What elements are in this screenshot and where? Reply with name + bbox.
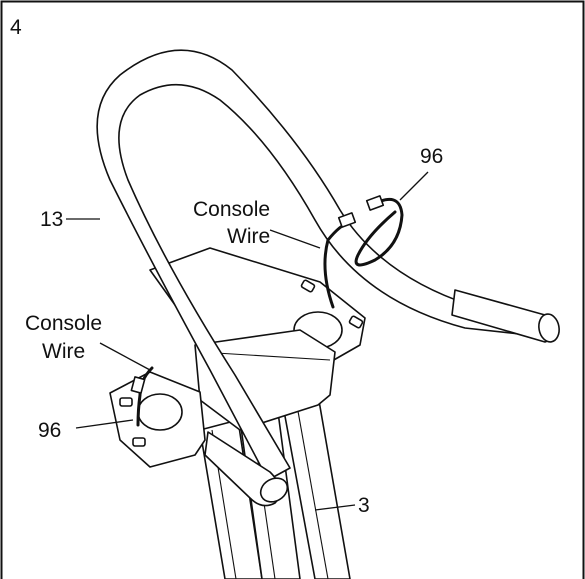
wire-connection-lower bbox=[130, 366, 154, 427]
leader-console-wire-upper bbox=[269, 229, 321, 249]
callout-wire-lower: 96 bbox=[38, 419, 61, 442]
callout-console-wire-lower-line1: Console bbox=[25, 312, 102, 335]
leader-upright bbox=[314, 504, 356, 511]
callout-console-wire-lower-line2: Wire bbox=[42, 340, 85, 363]
handgrip-right-end bbox=[538, 313, 560, 343]
wire-connection-upper bbox=[323, 195, 404, 309]
callout-console-wire-upper-line1: Console bbox=[193, 198, 270, 221]
handgrip-left-end bbox=[259, 477, 289, 503]
leader-console-wire-lower bbox=[99, 342, 151, 371]
handlebar bbox=[96, 49, 560, 507]
leader-wire-upper bbox=[399, 171, 429, 201]
step-number: 4 bbox=[10, 16, 22, 39]
callout-upright: 3 bbox=[358, 494, 370, 517]
cup-holder-lower bbox=[137, 393, 183, 431]
leader-wire-lower bbox=[75, 419, 134, 429]
console-bracket-lower bbox=[109, 371, 206, 468]
callout-handlebar: 13 bbox=[40, 208, 63, 231]
callout-console-wire-upper-line2: Wire bbox=[227, 225, 270, 248]
callout-wire-upper: 96 bbox=[420, 145, 443, 168]
